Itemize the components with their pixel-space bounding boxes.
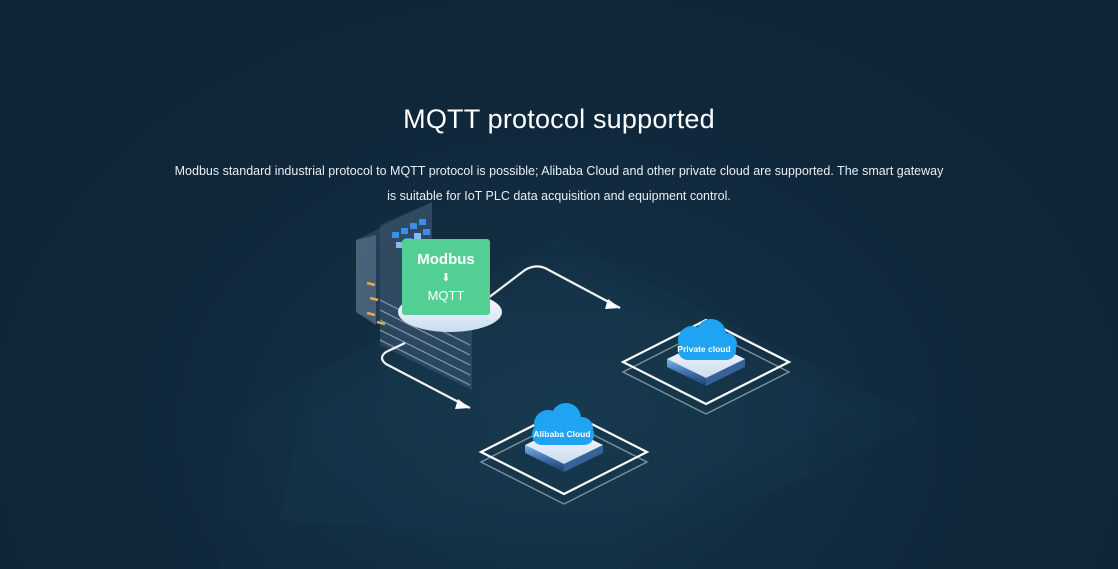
private-cloud-label: Private cloud [677, 344, 730, 354]
gateway-top-label: Modbus [417, 251, 475, 268]
alibaba-cloud-node: Alibaba Cloud [478, 403, 650, 505]
flow-line-to-private-cloud [487, 265, 621, 309]
page-title: MQTT protocol supported [403, 104, 715, 135]
flow-line-to-alibaba-cloud [380, 342, 471, 409]
flow-arrows [455, 299, 620, 409]
arrow-to-private-cloud [605, 299, 620, 309]
gateway-bottom-label: MQTT [428, 288, 465, 303]
floor-diamond-inner [280, 262, 860, 545]
arrow-down-icon: ⬇ [441, 272, 450, 284]
private-cloud-node: Private cloud [620, 318, 792, 415]
gateway-card: Modbus ⬇ MQTT [402, 239, 490, 315]
alibaba-cloud-label: Alibaba Cloud [533, 429, 590, 439]
server-led-indicators [366, 281, 386, 326]
flow-lines [380, 265, 621, 409]
floor-diamond [220, 237, 920, 569]
arrow-to-alibaba-cloud [455, 399, 470, 409]
cloud-icon [678, 319, 737, 360]
page-description: Modbus standard industrial protocol to M… [174, 163, 944, 203]
cloud-icon [532, 403, 594, 445]
